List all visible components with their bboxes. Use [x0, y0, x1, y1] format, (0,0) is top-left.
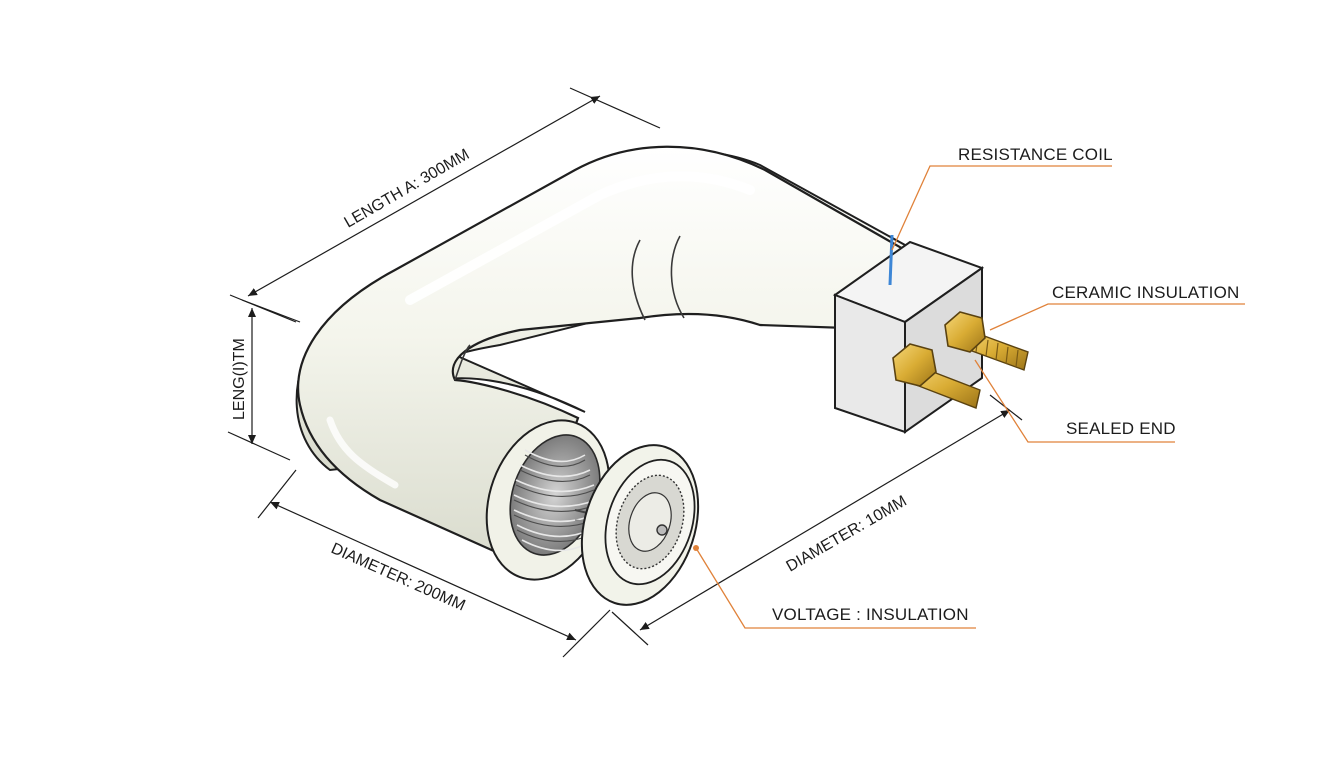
callout-dot	[693, 545, 699, 551]
tube-seam-line	[631, 239, 646, 321]
terminal-bolt-lower	[892, 343, 981, 409]
tube-highlight	[326, 416, 399, 489]
tube-inner-edge	[454, 344, 471, 381]
callout-sealed-end: SEALED END	[1066, 419, 1176, 438]
callout-resistance-coil: RESISTANCE COIL	[958, 145, 1113, 164]
terminal-pin-icon	[656, 524, 668, 536]
tube-highlight	[405, 171, 755, 305]
dimension-length-side: LENG(I)TM	[231, 338, 248, 420]
dimension-length-a: LENGTH A: 300MM	[342, 146, 473, 231]
terminal-box	[832, 234, 1029, 434]
tube-seam-line	[670, 235, 685, 319]
callout-voltage-insulation: VOLTAGE : INSULATION	[772, 605, 969, 624]
dimension-lines	[227, 87, 1023, 658]
resistance-wire	[888, 234, 894, 286]
callout-lines	[695, 165, 1245, 629]
terminal-bolt-upper	[944, 311, 1029, 371]
dimension-diameter-200: DIAMETER: 200MM	[328, 540, 467, 614]
callout-ceramic-insulation: CERAMIC INSULATION	[1052, 283, 1239, 302]
